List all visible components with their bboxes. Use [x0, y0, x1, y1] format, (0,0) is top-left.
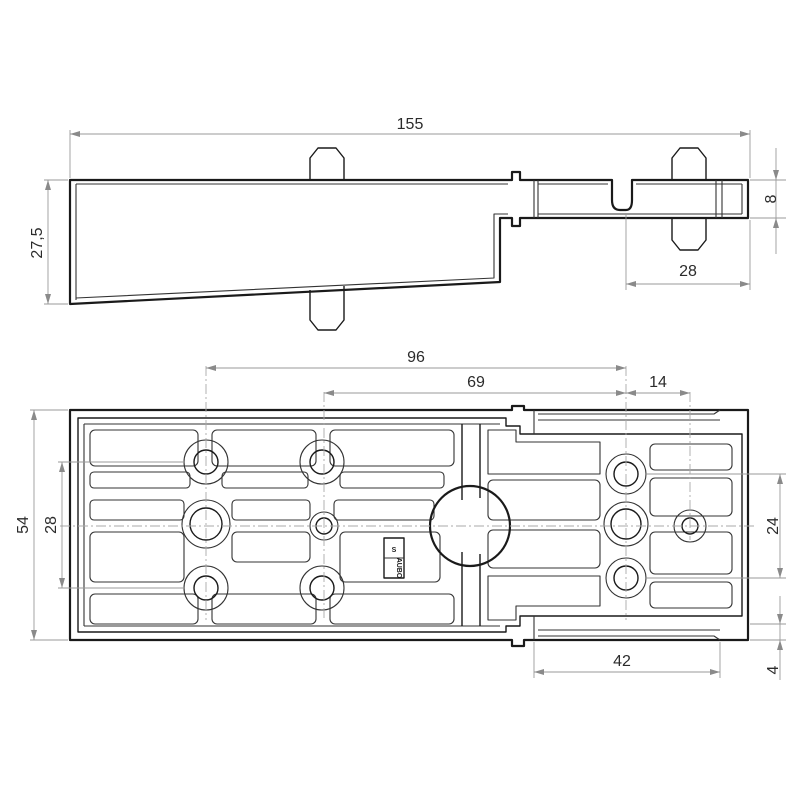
dim-24: 24	[646, 473, 786, 579]
dim-28-side-label: 28	[679, 263, 697, 280]
dim-69: 69	[324, 374, 626, 396]
dim-28-top-label: 28	[43, 516, 60, 534]
side-inner-line-right	[538, 183, 742, 215]
center-lines	[60, 366, 756, 620]
dim-28-top: 28	[43, 461, 184, 589]
dim-4-label: 4	[765, 665, 782, 674]
dim-14: 14	[626, 374, 690, 396]
dim-69-label: 69	[467, 374, 485, 391]
dim-42-label: 42	[613, 653, 631, 670]
dim-54: 54	[15, 409, 68, 641]
top-stud-left	[309, 147, 345, 180]
brand-logo: S AUBO	[383, 537, 405, 579]
bottom-stud-right	[671, 218, 707, 251]
left-pockets	[89, 429, 455, 625]
dim-overall-length: 155	[69, 116, 751, 178]
divider-rib	[461, 424, 481, 626]
dim-height: 27,5	[29, 179, 68, 305]
dim-155-label: 155	[397, 116, 424, 133]
dim-4: 4	[750, 596, 786, 680]
top-view: S AUBO 96 69 14	[15, 349, 786, 680]
right-pockets	[487, 429, 733, 621]
plate-inner-frame-2	[83, 423, 500, 627]
step-rail-bottom	[533, 616, 721, 641]
dim-slot-offset: 28	[625, 214, 751, 290]
bottom-stud-left	[309, 286, 345, 331]
dim-8-label: 8	[763, 194, 780, 203]
logo-text-top: S	[392, 547, 397, 554]
side-inner-line-slope	[75, 213, 508, 299]
logo-text-bottom: AUBO	[395, 558, 402, 579]
plate-outline	[68, 404, 750, 648]
side-body-outline	[68, 170, 750, 306]
dim-96-label: 96	[407, 349, 425, 366]
step-rail-top	[533, 409, 721, 434]
side-view: 155 27,5 8 28	[29, 116, 786, 331]
dim-14-label: 14	[649, 374, 667, 391]
side-step-lines	[533, 180, 743, 218]
top-stud-right	[671, 147, 707, 180]
dim-slot-height: 8	[750, 148, 786, 254]
dim-42: 42	[533, 642, 721, 678]
dim-27-5-label: 27,5	[29, 227, 46, 258]
dim-54-label: 54	[15, 516, 32, 534]
plate-inner-frame	[77, 417, 743, 633]
dim-24-label: 24	[765, 517, 782, 535]
dim-96: 96	[206, 349, 626, 371]
